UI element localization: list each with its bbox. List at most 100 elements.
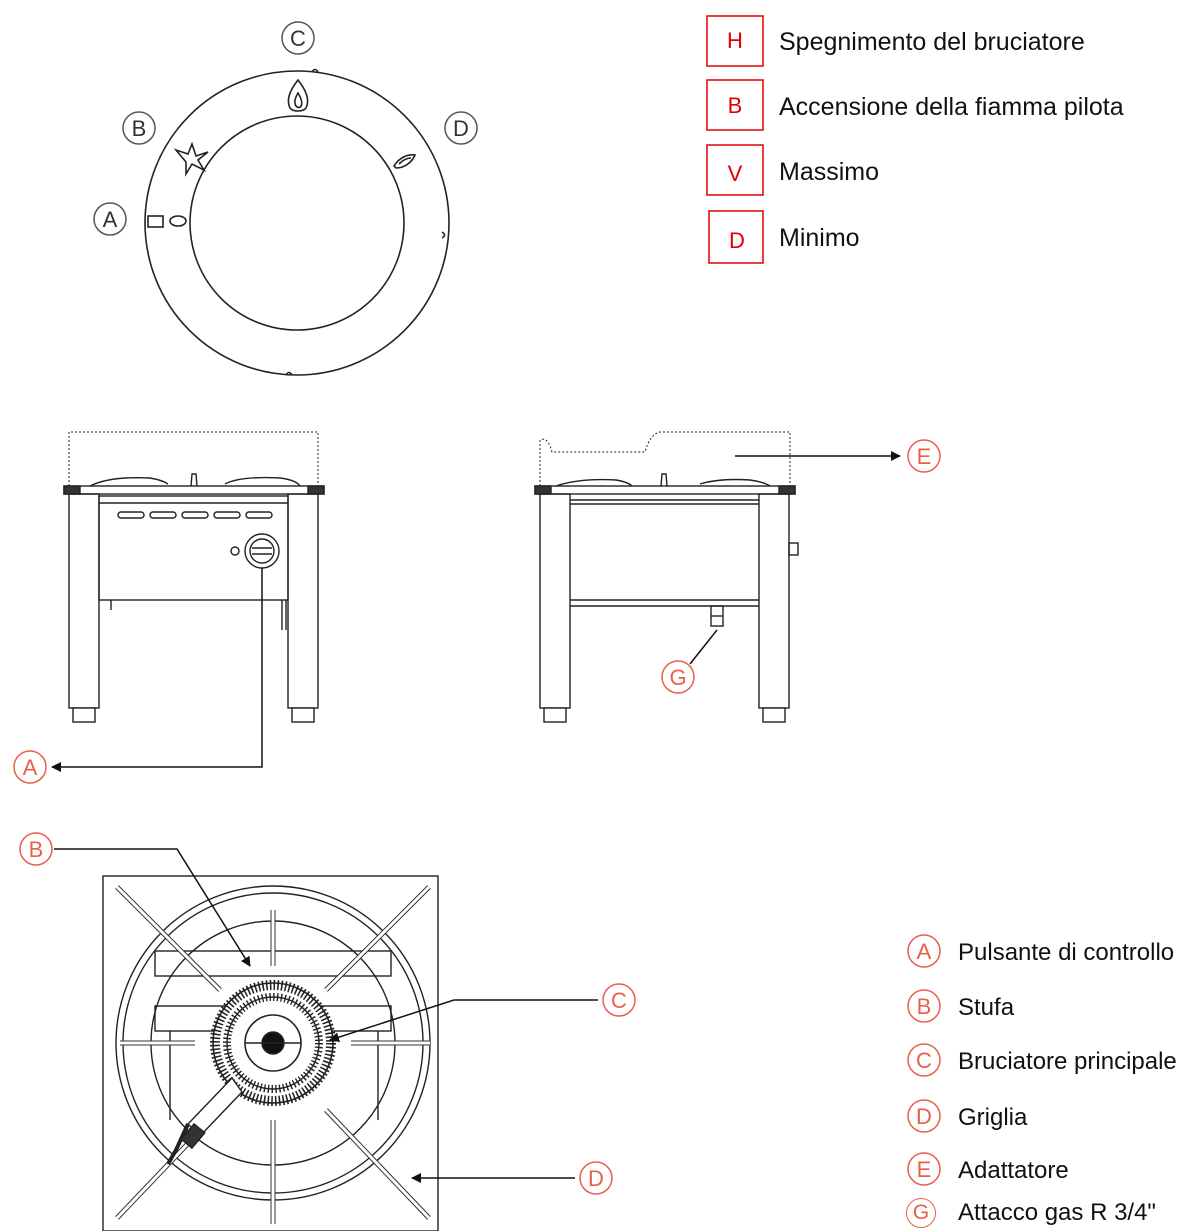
callout-side-g-text: G [669,665,686,690]
grate-arm-highlight [324,885,431,992]
side-leg-left [539,493,571,709]
front-vent-slot [181,511,209,519]
state-legend-text: Accensione della fiamma pilota [779,93,1124,121]
front-leg-right [287,493,319,709]
knob-label-b-text: B [132,116,147,141]
side-callout-line-g [689,629,718,665]
parts-legend-letter: C [916,1048,932,1073]
state-legend-item-d: D Minimo [708,210,860,264]
state-legend-letter: D [729,228,745,253]
knob-notch [285,371,293,376]
knob-outer-ring [144,70,450,376]
callout-top-d-text: D [588,1166,604,1191]
front-vent-slot [245,511,273,519]
side-top-plate [534,485,796,495]
state-legend-item-b: B Accensione della fiamma pilota [706,79,1124,131]
knob-label-c: C [281,21,315,55]
parts-legend-letter: A [917,939,932,964]
large-flame-icon [287,78,309,112]
front-grate-prong [190,473,198,487]
callout-top-b-text: B [29,837,44,862]
side-adapter-outline [539,431,791,486]
parts-legend-item: B Stufa [907,989,1015,1023]
side-grate-arc [555,478,633,487]
front-leg-left [68,493,100,709]
parts-legend-item: D Griglia [907,1099,1028,1133]
front-grate-arc [89,476,169,487]
state-legend-text: Minimo [779,224,860,252]
side-foot-left [543,707,567,723]
front-adapter-outline [68,431,319,486]
parts-legend-letter: G [912,1201,930,1224]
parts-legend-item: A Pulsante di controllo [907,934,1174,968]
knob-label-a-text: A [103,207,118,232]
front-ignition-button [230,546,240,556]
parts-legend-item: E Adattatore [907,1152,1069,1186]
callout-front-a-text: A [23,755,38,780]
callout-top-c: C [602,983,636,1017]
top-pilot-valve [180,1122,206,1150]
grate-arm-highlight [115,885,222,992]
knob-label-a: A [93,202,127,236]
state-legend-text: Massimo [779,158,879,186]
parts-legend-text: Stufa [958,994,1015,1021]
parts-legend-text: Adattatore [958,1157,1069,1184]
parts-legend: A Pulsante di controllo B Stufa C Brucia… [907,934,1177,1186]
off-dot-icon [169,215,187,227]
grate-arm-highlight [324,1108,431,1220]
side-view [534,431,901,723]
parts-legend-text: Griglia [958,1104,1028,1131]
parts-legend-letter-circle: G [906,1198,936,1228]
front-plate-clip [307,485,325,495]
spark-icon [173,141,209,177]
knob-dial [144,68,450,376]
top-frame [102,875,439,1231]
front-top-plate [63,485,325,495]
knob-label-c-text: C [290,26,306,51]
side-foot-right [762,707,786,723]
side-grate-prong [660,473,668,487]
callout-top-c-text: C [611,988,627,1013]
knob-label-d-text: D [453,116,469,141]
small-flame-vein [398,157,412,165]
front-view [51,431,325,772]
top-burner-ports [210,980,336,1106]
state-legend-text: Spegnimento del bruciatore [779,28,1085,56]
parts-legend-item: C Bruciatore principale [907,1043,1177,1077]
top-pilot-line [166,1123,190,1165]
top-burner-ports-inner [223,993,323,1093]
side-plate-clip [534,485,552,495]
parts-legend-letter: E [917,1157,932,1182]
callout-top-b: B [19,832,53,866]
side-grate-arc [699,478,771,487]
side-leg-right [758,493,790,709]
front-vent-slot [149,511,177,519]
state-legend-letter: V [728,161,743,186]
front-grate-arc [224,476,301,487]
callout-front-a: A [13,750,47,784]
state-legend: H Spegnimento del bruciatore B Accension… [706,15,1124,264]
parts-legend-text: Attacco gas R 3/4" [958,1199,1156,1226]
parts-legend-letter: B [917,994,932,1019]
parts-legend-text: Bruciatore principale [958,1048,1177,1075]
large-flame-inner-icon [294,91,303,109]
top-view [54,848,598,1231]
state-legend-item-v: V Massimo [706,144,879,196]
side-plate-clip [778,485,796,495]
knob-notch [311,68,319,73]
front-foot-right [291,707,315,723]
off-indicator-icon [147,215,164,228]
front-body-panel [98,495,289,601]
front-callout-line-a [51,568,263,772]
knob-label-b: B [122,111,156,145]
callout-side-e-text: E [917,444,932,469]
top-callout-line-b [54,848,251,967]
front-vent-slot [213,511,241,519]
side-knob-stub [788,542,799,556]
knob-inner-ring [189,115,405,331]
front-control-knob-inner [249,538,275,564]
knob-notch [441,231,446,239]
callout-side-g: G [661,660,695,694]
front-plate-clip [63,485,81,495]
